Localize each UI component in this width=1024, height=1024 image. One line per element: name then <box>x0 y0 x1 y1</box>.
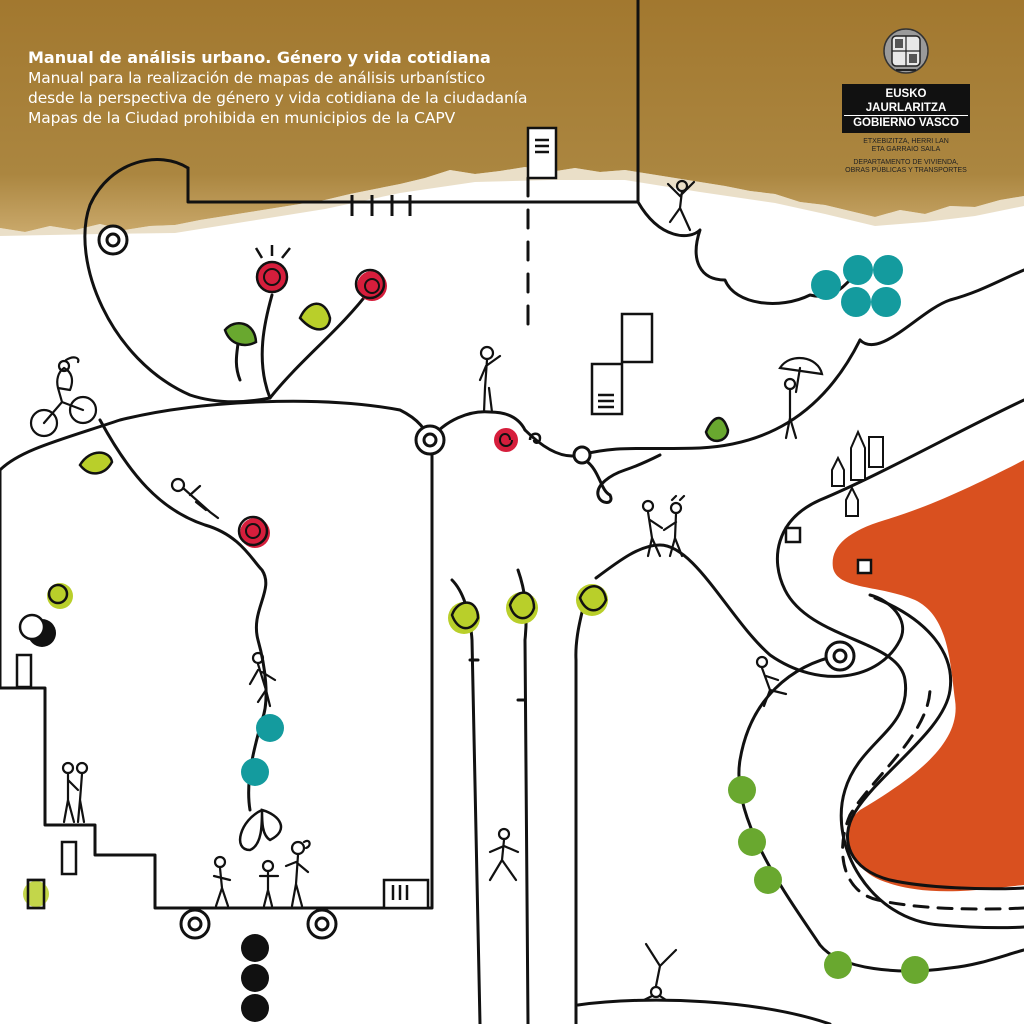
person-umbrella-icon <box>778 356 824 440</box>
person-hill-icon <box>755 655 788 708</box>
subtitle-line-2: desde la perspectiva de género y vida co… <box>28 89 528 107</box>
department-es-line-2: OBRAS PÚBLICAS Y TRANSPORTES <box>845 167 967 174</box>
stem-branches <box>234 288 372 400</box>
logo-line-es: GOBIERNO VASCO <box>853 117 959 129</box>
subtitle-line-3: Mapas de la Ciudad prohibida en municipi… <box>28 109 456 127</box>
person-climbing-icon <box>248 651 277 708</box>
coat-of-arms-icon <box>883 28 929 74</box>
spiral <box>583 453 662 504</box>
small-ring <box>572 445 592 465</box>
department-eu-line-1: ETXEBIZITZA, HERRI LAN <box>863 138 949 145</box>
orange-area <box>832 460 1024 892</box>
earth-edge <box>0 167 1024 236</box>
loop-top-left <box>83 158 272 404</box>
box-small-right <box>784 526 802 544</box>
department-eu-line-2: ETA GARRAIO SAILA <box>871 146 941 153</box>
road-edge-outer <box>775 398 1024 930</box>
hill <box>594 543 905 678</box>
wheel-right <box>306 908 338 940</box>
fence-ticks <box>350 195 412 216</box>
lime-leaves <box>47 302 730 634</box>
logo-line-eu: EUSKO JAURLARITZA <box>844 87 968 116</box>
subtitle-line-1: Manual para la realización de mapas de a… <box>28 69 486 87</box>
ring-top-left <box>97 224 129 256</box>
ring-bridge <box>414 424 446 456</box>
bridge-arc <box>428 410 527 442</box>
person-jumping-icon <box>666 179 696 232</box>
road-center <box>841 688 1024 911</box>
couple-icon <box>641 494 686 558</box>
red-flowers <box>237 245 542 548</box>
government-logo: EUSKO JAURLARITZA GOBIERNO VASCO ETXEBIZ… <box>836 26 976 175</box>
department-es: DEPARTAMENTO DE VIVIENDA, OBRAS PÚBLICAS… <box>836 159 976 175</box>
person-standing-icon <box>478 345 502 414</box>
person-handstand-icon <box>642 942 678 1002</box>
curvy-line-left <box>98 418 268 812</box>
earth-band <box>0 0 1024 232</box>
box-tall <box>620 312 654 364</box>
box-small-orange <box>856 558 873 575</box>
people-pair-icon <box>61 761 89 824</box>
curly-path <box>523 338 862 458</box>
logo-band: EUSKO JAURLARITZA GOBIERNO VASCO <box>842 84 970 133</box>
box-door-stairs <box>60 840 78 876</box>
family-icon <box>212 839 311 908</box>
person-tree-icon <box>488 827 520 882</box>
main-path <box>0 399 432 472</box>
top-box <box>186 0 640 204</box>
ring-right <box>824 640 856 672</box>
right-lower-path <box>737 653 1024 973</box>
department-es-line-1: DEPARTAMENTO DE VIVIENDA, <box>853 159 959 166</box>
tree-trunks <box>450 568 587 1024</box>
town-buildings <box>831 429 884 517</box>
loop-bow <box>238 808 283 852</box>
teal-dots <box>241 255 903 786</box>
bottom-arc <box>576 998 832 1024</box>
green-dots <box>728 776 929 984</box>
box-document-mid <box>590 362 624 416</box>
path-to-trees <box>858 268 1024 347</box>
department-eu: ETXEBIZITZA, HERRI LAN ETA GARRAIO SAILA <box>836 138 976 154</box>
page-title: Manual de análisis urbano. Género y vida… <box>28 48 491 67</box>
person-sliding-icon <box>170 477 220 520</box>
box-door-left <box>15 653 33 689</box>
title-block: Manual de análisis urbano. Género y vida… <box>28 48 628 128</box>
road-edge-inner <box>846 596 1024 891</box>
wheel-left <box>179 908 211 940</box>
cyclist-icon <box>29 356 98 438</box>
